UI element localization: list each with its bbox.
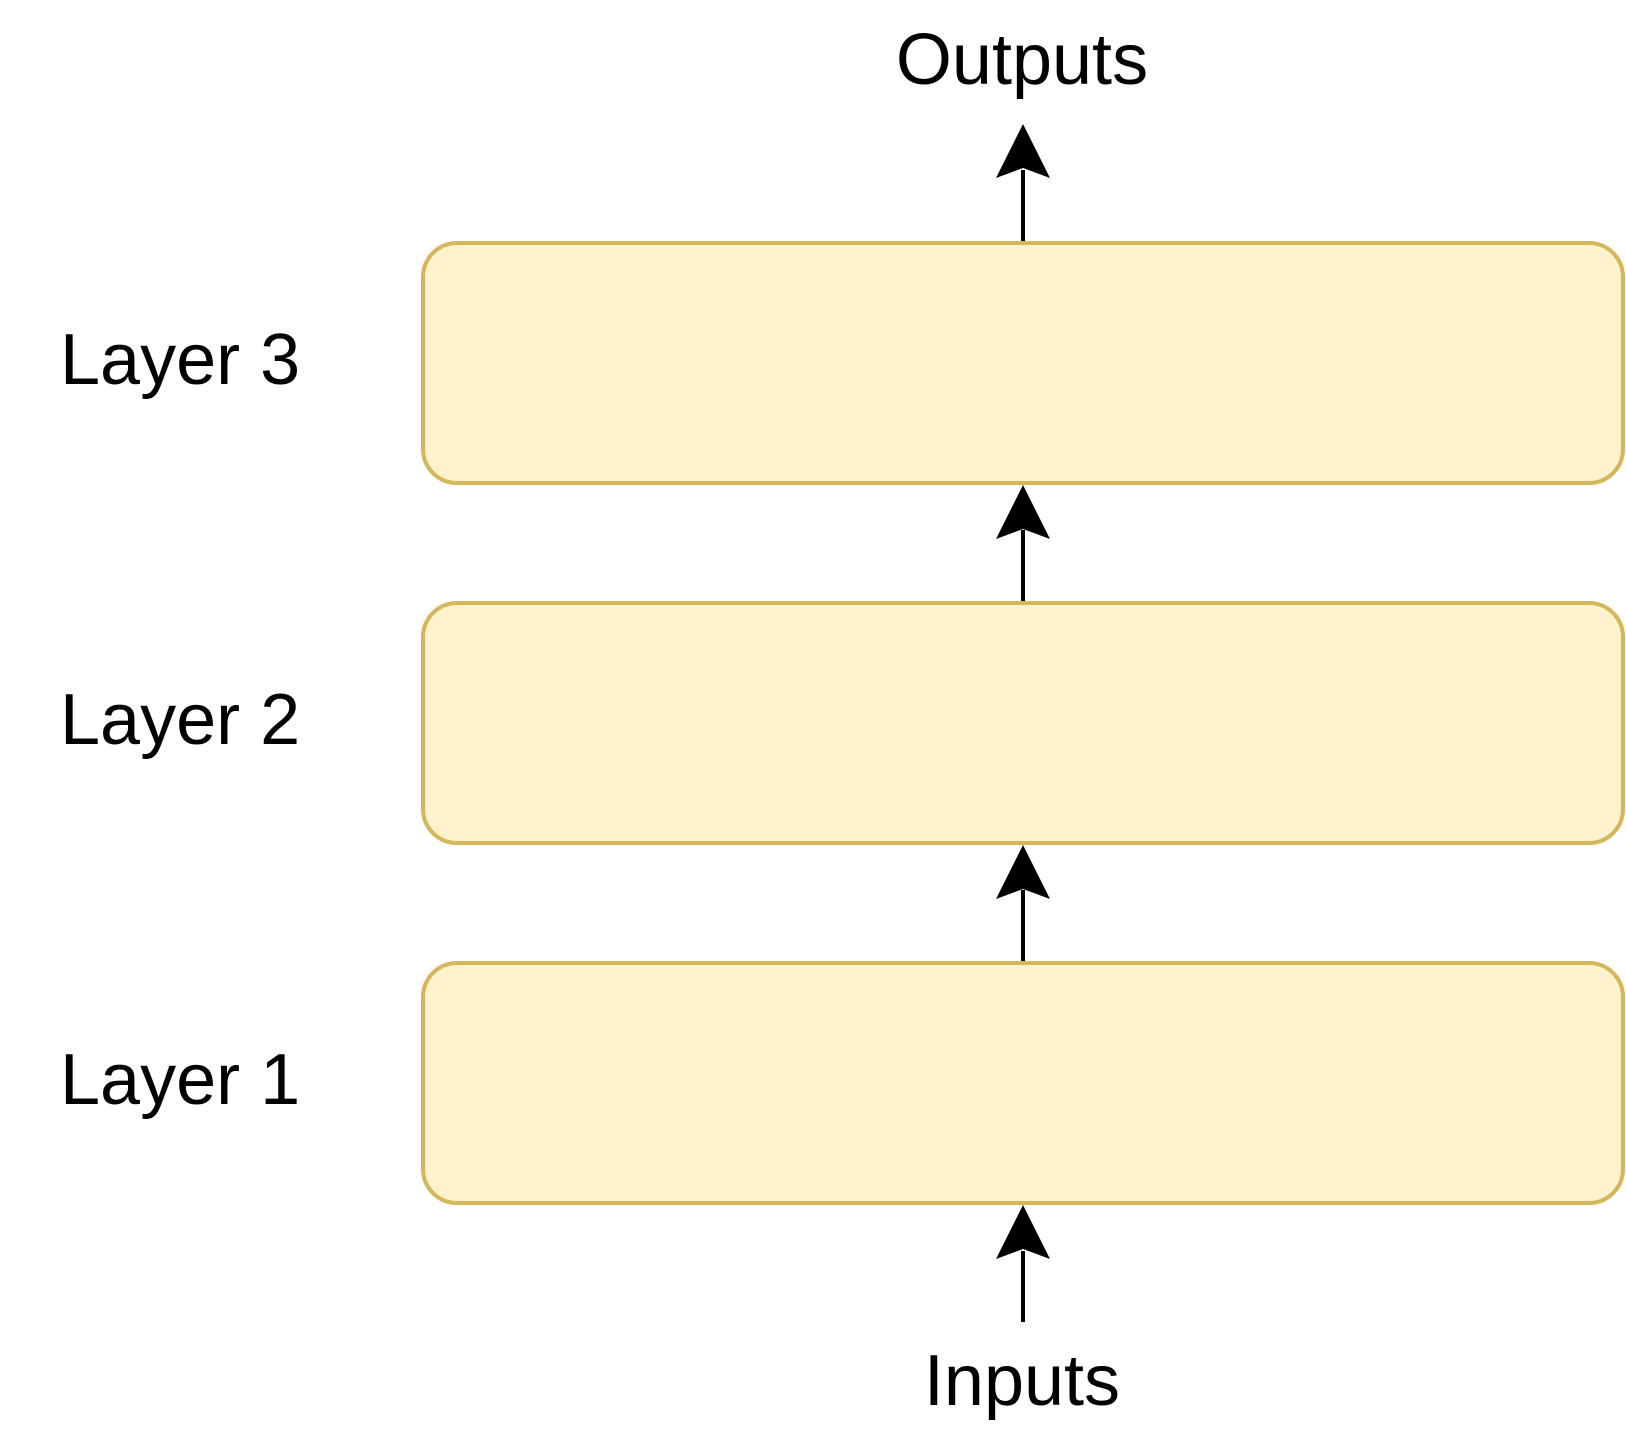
outputs-label: Outputs [896,20,1148,100]
arrow-inputs-to-layer1 [996,1205,1050,1322]
layer-2-label: Layer 2 [60,680,300,760]
inputs-label: Inputs [924,1341,1120,1421]
arrow-layer1-to-layer2 [996,845,1050,961]
layer-2-box [421,601,1625,845]
layer-3-box [421,241,1625,485]
layer-1-box [421,961,1625,1205]
layer-1-label: Layer 1 [60,1040,300,1120]
layer-3-label: Layer 3 [60,320,300,400]
arrow-layer2-to-layer3 [996,485,1050,601]
arrow-layer3-to-outputs [996,124,1050,241]
